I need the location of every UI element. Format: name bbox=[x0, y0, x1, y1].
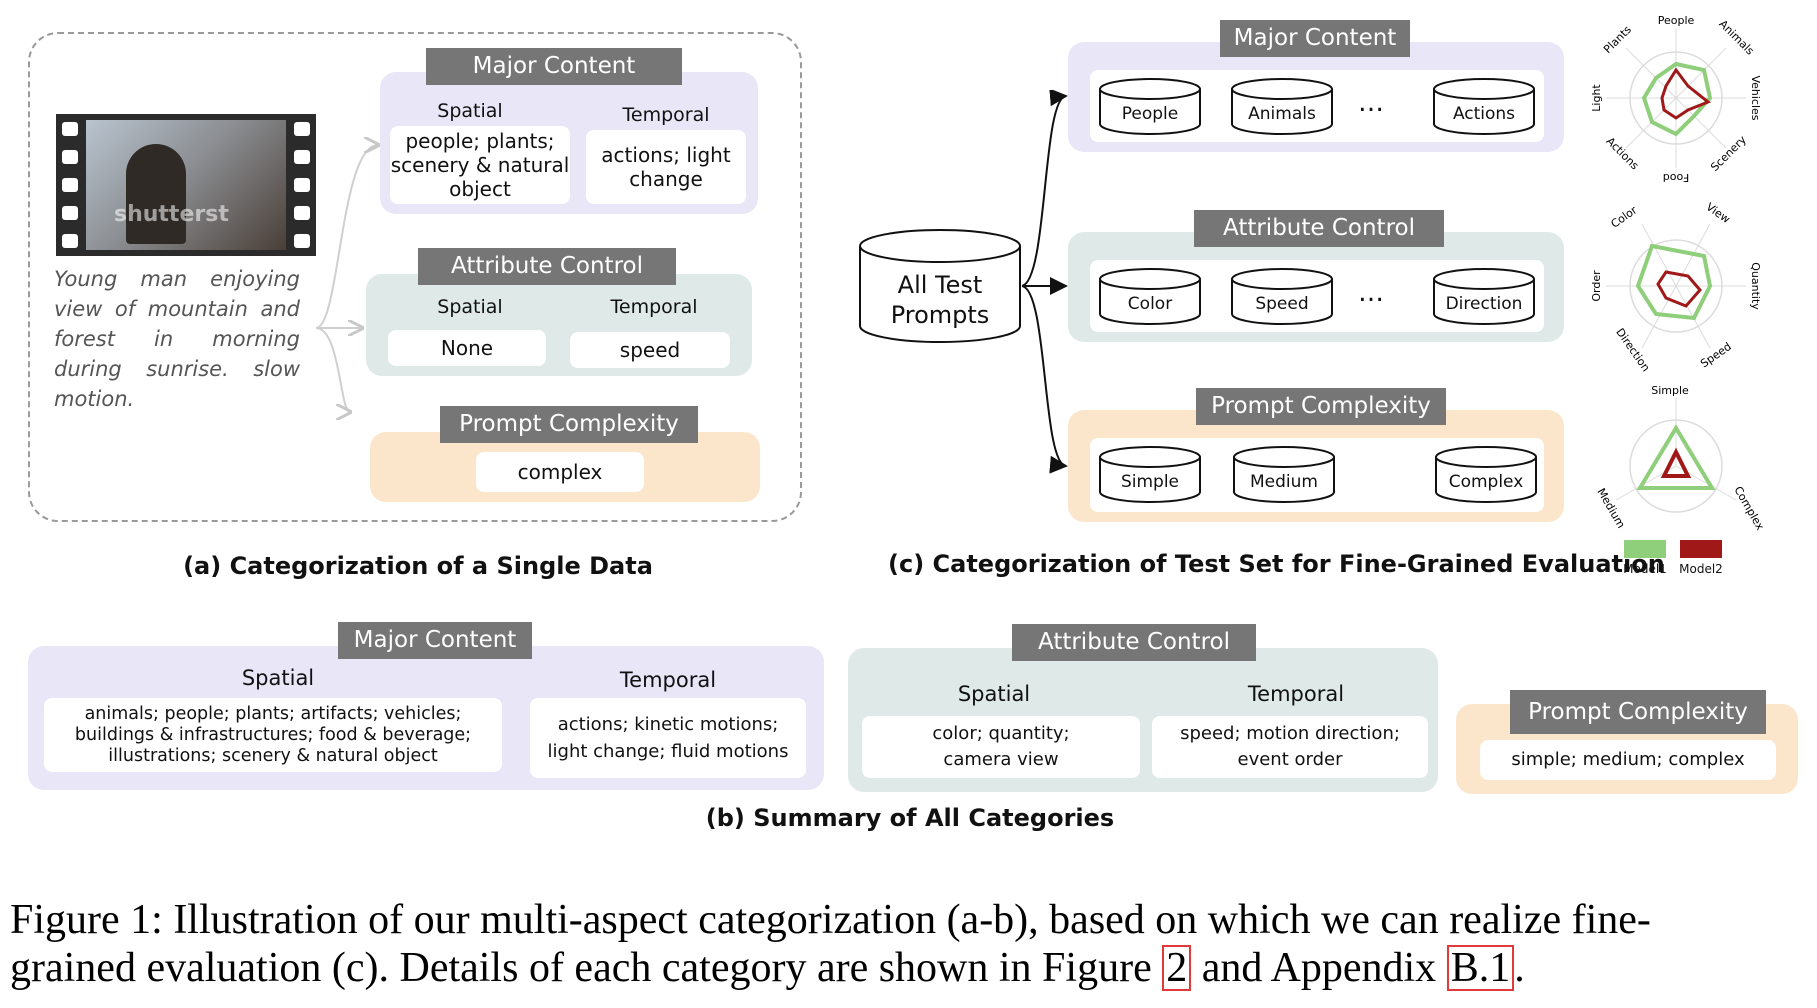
radar3-axis-medium: Medium bbox=[1594, 486, 1627, 531]
a-major-spatial-label: Spatial bbox=[437, 100, 503, 122]
figure-caption-line2: grained evaluation (c). Details of each … bbox=[10, 944, 1810, 992]
a-major-spatial-value: people; plants; scenery & natural object bbox=[390, 126, 570, 204]
b-attribute-temporal-label: Temporal bbox=[1247, 682, 1345, 706]
radar2-axis-direction: Direction bbox=[1613, 326, 1652, 374]
figure-caption-line2-pre: grained evaluation (c). Details of each … bbox=[10, 945, 1163, 991]
radar2-axis-order: Order bbox=[1590, 270, 1603, 302]
b-major-content-header: Major Content bbox=[338, 622, 532, 659]
figure-ref-link[interactable]: 2 bbox=[1162, 945, 1192, 991]
cylinder-speed: Speed bbox=[1230, 268, 1334, 326]
panel-a-caption: (a) Categorization of a Single Data bbox=[183, 552, 653, 580]
a-major-content-header: Major Content bbox=[426, 48, 682, 85]
cylinder-actions-label: Actions bbox=[1452, 104, 1516, 124]
cylinder-people: People bbox=[1098, 78, 1202, 136]
radar1-axis-food: Food bbox=[1663, 171, 1689, 184]
cylinder-simple: Simple bbox=[1098, 446, 1202, 504]
a-prompt-complexity-header: Prompt Complexity bbox=[440, 406, 698, 443]
radar2-axis-quantity: Quantity bbox=[1749, 262, 1762, 310]
figure-caption-line1: Figure 1: Illustration of our multi-aspe… bbox=[10, 897, 1651, 943]
b-attribute-spatial-value: color; quantity; camera view bbox=[862, 716, 1140, 778]
panel-c-connectors bbox=[1021, 90, 1068, 474]
panel-a-frame bbox=[28, 32, 802, 522]
cylinder-simple-label: Simple bbox=[1120, 472, 1180, 492]
c-prompt-complexity-header: Prompt Complexity bbox=[1196, 388, 1446, 425]
cylinder-color: Color bbox=[1098, 268, 1202, 326]
cylinder-medium-label: Medium bbox=[1250, 472, 1318, 492]
c-major-content-header: Major Content bbox=[1220, 20, 1410, 57]
a-attribute-temporal-label: Temporal bbox=[610, 296, 698, 318]
figure-caption-line2-post: . bbox=[1514, 945, 1525, 991]
figure-caption-line2-mid: and Appendix bbox=[1191, 945, 1447, 991]
cylinder-color-label: Color bbox=[1127, 294, 1173, 314]
video-watermark: shutterst bbox=[114, 202, 229, 227]
radar1-model2-polygon bbox=[1660, 67, 1711, 120]
radar1-axis-light: Light bbox=[1590, 84, 1603, 112]
legend-model2-label: Model2 bbox=[1679, 562, 1723, 576]
ellipsis-attribute: … bbox=[1358, 278, 1384, 308]
panel-b-caption: (b) Summary of All Categories bbox=[705, 804, 1115, 832]
b-attribute-temporal-value: speed; motion direction; event order bbox=[1152, 716, 1428, 778]
a-attribute-spatial-value: None bbox=[388, 330, 546, 366]
radar1-axis-actions: Actions bbox=[1604, 135, 1642, 173]
a-attribute-temporal-value: speed bbox=[570, 332, 730, 368]
radar2-model2-polygon bbox=[1656, 270, 1702, 308]
panel-c-caption: (c) Categorization of Test Set for Fine-… bbox=[888, 550, 1665, 578]
c-attribute-control-header: Attribute Control bbox=[1194, 210, 1444, 247]
radar1-axis-scenery: Scenery bbox=[1708, 133, 1749, 174]
ellipsis-major: … bbox=[1358, 88, 1384, 118]
all-test-prompts-cylinder bbox=[859, 229, 1021, 343]
prompt-text: Young man enjoying view of mountain and … bbox=[54, 267, 300, 411]
radar3-axis-complex: Complex bbox=[1731, 484, 1767, 532]
legend-model2-swatch bbox=[1680, 540, 1722, 558]
b-prompt-complexity-value: simple; medium; complex bbox=[1480, 740, 1776, 780]
cylinder-complex-label: Complex bbox=[1448, 472, 1524, 492]
b-attribute-spatial-label: Spatial bbox=[957, 682, 1031, 706]
video-thumbnail: shutterst bbox=[56, 114, 316, 256]
legend-model1-label: Model1 bbox=[1623, 562, 1667, 576]
b-attribute-control-header: Attribute Control bbox=[1012, 624, 1256, 661]
radar3-model1-polygon bbox=[1636, 424, 1716, 490]
b-major-temporal-label: Temporal bbox=[619, 668, 717, 692]
radar3-model2-polygon bbox=[1660, 447, 1692, 478]
cylinder-actions: Actions bbox=[1432, 78, 1536, 136]
radar1-axis-people: People bbox=[1658, 14, 1695, 27]
appendix-ref-link[interactable]: B.1 bbox=[1446, 945, 1515, 991]
all-test-prompts-label: All Test Prompts bbox=[890, 271, 990, 329]
panel-a-connectors bbox=[315, 120, 390, 450]
cylinder-direction: Direction bbox=[1432, 268, 1536, 326]
radar1-axis-vehicles: Vehicles bbox=[1749, 75, 1762, 120]
figure-caption: Figure 1: Illustration of our multi-aspe… bbox=[10, 896, 1810, 992]
b-major-temporal-value: actions; kinetic motions; light change; … bbox=[530, 698, 806, 778]
radar2-axis-color: Color bbox=[1608, 203, 1639, 230]
radar-chart-complexity: Simple Complex Medium bbox=[1594, 384, 1767, 532]
legend-model1-swatch bbox=[1624, 540, 1666, 558]
radar3-axis-simple: Simple bbox=[1651, 384, 1689, 397]
a-prompt-complexity-value: complex bbox=[476, 452, 644, 492]
radar1-model1-polygon bbox=[1641, 61, 1713, 137]
b-major-spatial-value: animals; people; plants; artifacts; vehi… bbox=[44, 698, 502, 772]
b-major-spatial-label: Spatial bbox=[241, 666, 315, 690]
radar2-model1-polygon bbox=[1635, 243, 1713, 321]
cylinder-animals-label: Animals bbox=[1248, 104, 1316, 124]
cylinder-medium: Medium bbox=[1232, 446, 1336, 504]
a-major-temporal-value: actions; light change bbox=[586, 130, 746, 204]
cylinder-direction-label: Direction bbox=[1445, 294, 1523, 314]
cylinder-animals: Animals bbox=[1230, 78, 1334, 136]
a-attribute-spatial-label: Spatial bbox=[437, 296, 503, 318]
cylinder-speed-label: Speed bbox=[1255, 294, 1309, 314]
cylinder-people-label: People bbox=[1121, 104, 1179, 124]
a-major-temporal-label: Temporal bbox=[622, 104, 710, 126]
radar2-axis-speed: Speed bbox=[1698, 340, 1734, 370]
cylinder-complex: Complex bbox=[1434, 446, 1538, 504]
radar-chart-major: People Animals Vehicles Scenery Food Act… bbox=[1590, 14, 1762, 184]
radar2-axis-view: View bbox=[1704, 200, 1733, 226]
a-attribute-control-header: Attribute Control bbox=[418, 248, 676, 285]
radar-chart-attribute: View Quantity Speed Direction Order Colo… bbox=[1590, 200, 1762, 374]
b-prompt-complexity-header: Prompt Complexity bbox=[1510, 690, 1766, 734]
